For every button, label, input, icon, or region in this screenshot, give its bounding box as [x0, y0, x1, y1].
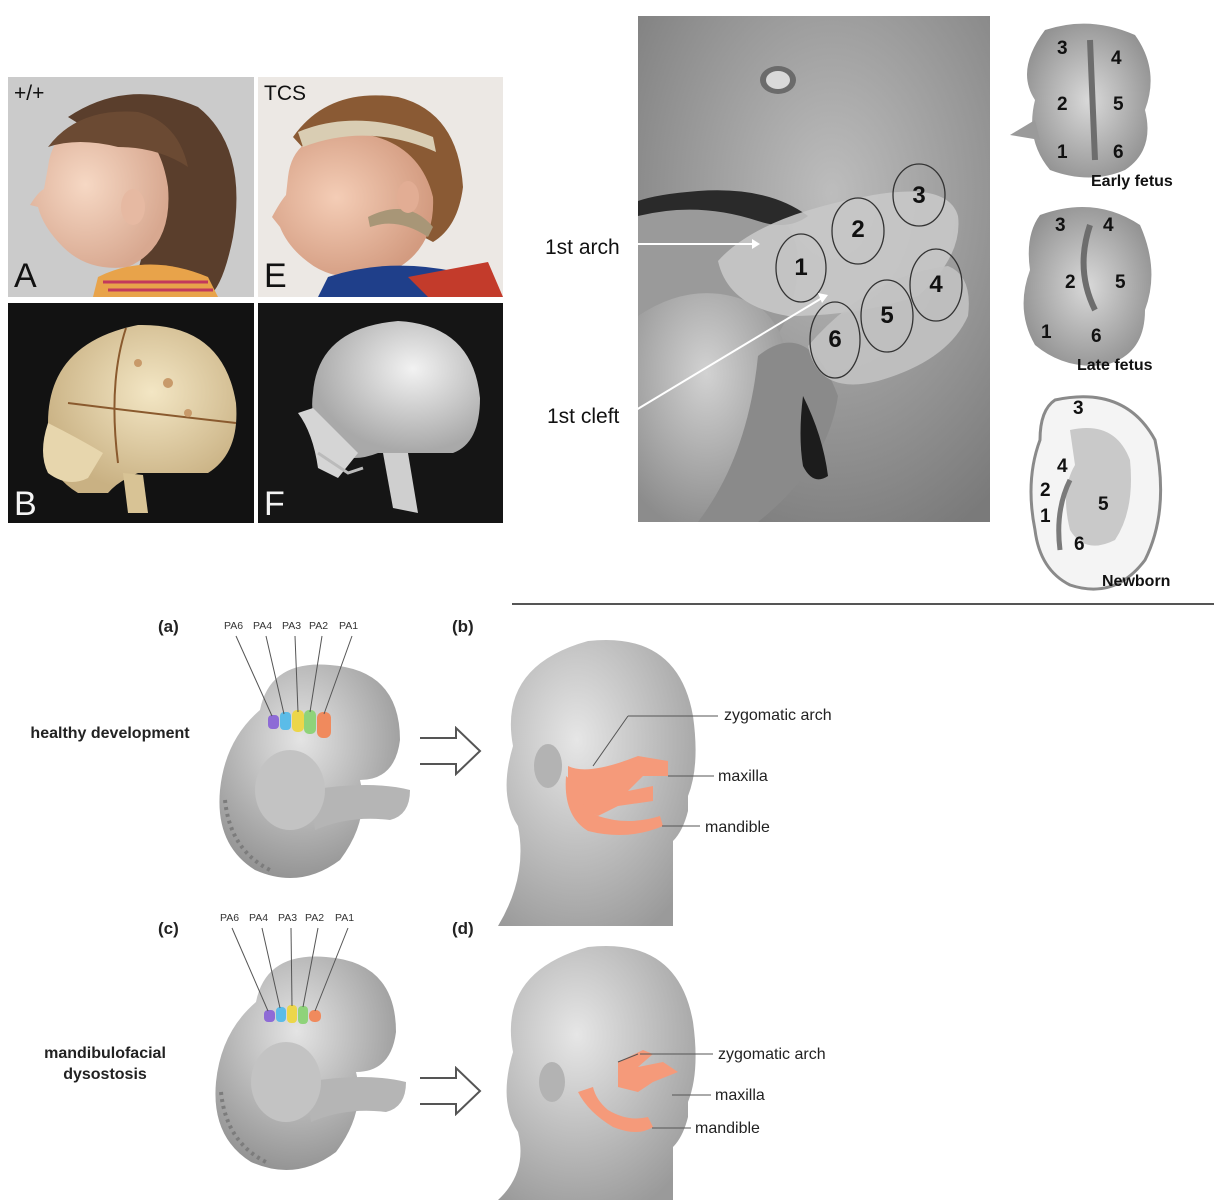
early-fetus-num-6: 6 [1113, 142, 1124, 163]
head-disease [498, 945, 696, 1200]
newborn-num-3: 3 [1073, 398, 1084, 419]
pa-label-6: PA6 [224, 620, 244, 632]
late-fetus-num-2: 2 [1065, 272, 1076, 293]
panel-letter-a-lower: (a) [158, 617, 179, 636]
early-fetus-num-4: 4 [1111, 48, 1122, 69]
late-fetus-label: Late fetus [1077, 357, 1153, 374]
section-divider [512, 603, 1214, 605]
photo-panel-e: TCS E [258, 77, 503, 297]
pa3-arch-healthy [292, 710, 304, 732]
pa-label-4-lower: PA4 [249, 912, 269, 924]
hillock-4: 4 [929, 271, 943, 298]
condition-label-healthy: healthy development [30, 725, 190, 742]
pa-label-1-lower: PA1 [335, 912, 355, 924]
first-cleft-label: 1st cleft [547, 405, 620, 428]
photo-panel-b: B [8, 303, 254, 523]
pa2-arch-disease [298, 1006, 308, 1024]
embryo-healthy [219, 635, 410, 878]
panel-letter-d-lower: (d) [452, 919, 474, 938]
bone-label-maxilla-healthy: maxilla [718, 768, 768, 785]
late-fetus-num-1: 1 [1041, 322, 1052, 343]
panel-letter-b-lower: (b) [452, 617, 474, 636]
genotype-label-tcs: TCS [264, 82, 306, 105]
newborn-num-5: 5 [1098, 494, 1109, 515]
late-fetus-num-5: 5 [1115, 272, 1126, 293]
bone-label-zygomatic-disease: zygomatic arch [718, 1046, 826, 1063]
skull-ct-render-tcs [258, 303, 503, 523]
early-fetus-num-3: 3 [1057, 38, 1068, 59]
pa1-arch-disease [309, 1010, 321, 1022]
early-fetus-num-5: 5 [1113, 94, 1124, 115]
early-fetus-num-2: 2 [1057, 94, 1068, 115]
pa-label-6-lower: PA6 [220, 912, 240, 924]
sem-micrograph [638, 16, 990, 522]
bone-label-zygomatic-healthy: zygomatic arch [724, 707, 832, 724]
ear-stages-column: 3 4 2 5 1 6 Early fetus 3 4 2 5 1 6 Late… [995, 10, 1195, 600]
hillock-1: 1 [794, 254, 808, 281]
hillock-5: 5 [880, 302, 894, 329]
mandible-bone-disease [578, 1087, 653, 1132]
pa3-arch-disease [287, 1005, 297, 1023]
pa-label-3: PA3 [282, 620, 302, 632]
hillock-6: 6 [828, 326, 842, 353]
newborn-num-1: 1 [1040, 506, 1051, 527]
head-healthy [498, 639, 718, 926]
late-fetus-num-4: 4 [1103, 215, 1114, 236]
first-arch-label: 1st arch [545, 236, 620, 259]
pa-label-3-lower: PA3 [278, 912, 298, 924]
condition-label-disease: mandibulofacial dysostosis [44, 1045, 166, 1083]
pa2-arch-healthy [304, 710, 316, 734]
skull-ct-render-normal [8, 303, 254, 523]
child-profile-photo [8, 77, 254, 297]
newborn-label: Newborn [1102, 573, 1171, 590]
bone-label-mandible-healthy: mandible [705, 819, 770, 836]
panel-letter-b: B [14, 485, 37, 523]
zygomatic-maxilla-bone-disease [618, 1050, 678, 1092]
mandible-bone-healthy [565, 776, 663, 835]
newborn-num-4: 4 [1057, 456, 1068, 477]
pa-label-1: PA1 [339, 620, 359, 632]
hillock-3: 3 [912, 182, 926, 209]
early-fetus-num-1: 1 [1057, 142, 1068, 163]
photo-panel-f: F [258, 303, 503, 523]
pa4-arch-healthy [280, 712, 291, 730]
pa-label-2-lower: PA2 [305, 912, 325, 924]
pa4-arch-disease [276, 1007, 286, 1022]
embryo-sem-image: 1 2 3 4 5 6 [638, 16, 990, 522]
hillock-2: 2 [851, 216, 865, 243]
zygomatic-maxilla-bone-healthy [568, 756, 668, 816]
panel-letter-f: F [264, 485, 285, 523]
ear-development-drawings [995, 10, 1195, 600]
late-fetus-num-3: 3 [1055, 215, 1066, 236]
pa-label-2: PA2 [309, 620, 329, 632]
arrow-icon-disease [420, 1066, 482, 1116]
bone-label-maxilla-disease: maxilla [715, 1087, 765, 1104]
genotype-label-wildtype: +/+ [14, 82, 45, 105]
newborn-num-6: 6 [1074, 534, 1085, 555]
tcs-child-profile-photo [258, 77, 503, 297]
panel-letter-e: E [264, 257, 287, 295]
arrow-icon-healthy [420, 726, 482, 776]
early-fetus-label: Early fetus [1091, 173, 1173, 190]
panel-letter-c-lower: (c) [158, 919, 179, 938]
newborn-num-2: 2 [1040, 480, 1051, 501]
bone-label-mandible-disease: mandible [695, 1120, 760, 1137]
pa6-arch-disease [264, 1010, 275, 1022]
panel-letter-a: A [14, 257, 37, 295]
embryo-disease [215, 927, 406, 1170]
pa1-arch-healthy [317, 712, 331, 738]
pa-label-4: PA4 [253, 620, 273, 632]
pa6-arch-healthy [268, 715, 279, 729]
late-fetus-num-6: 6 [1091, 326, 1102, 347]
photo-panel-a: +/+ A [8, 77, 254, 297]
